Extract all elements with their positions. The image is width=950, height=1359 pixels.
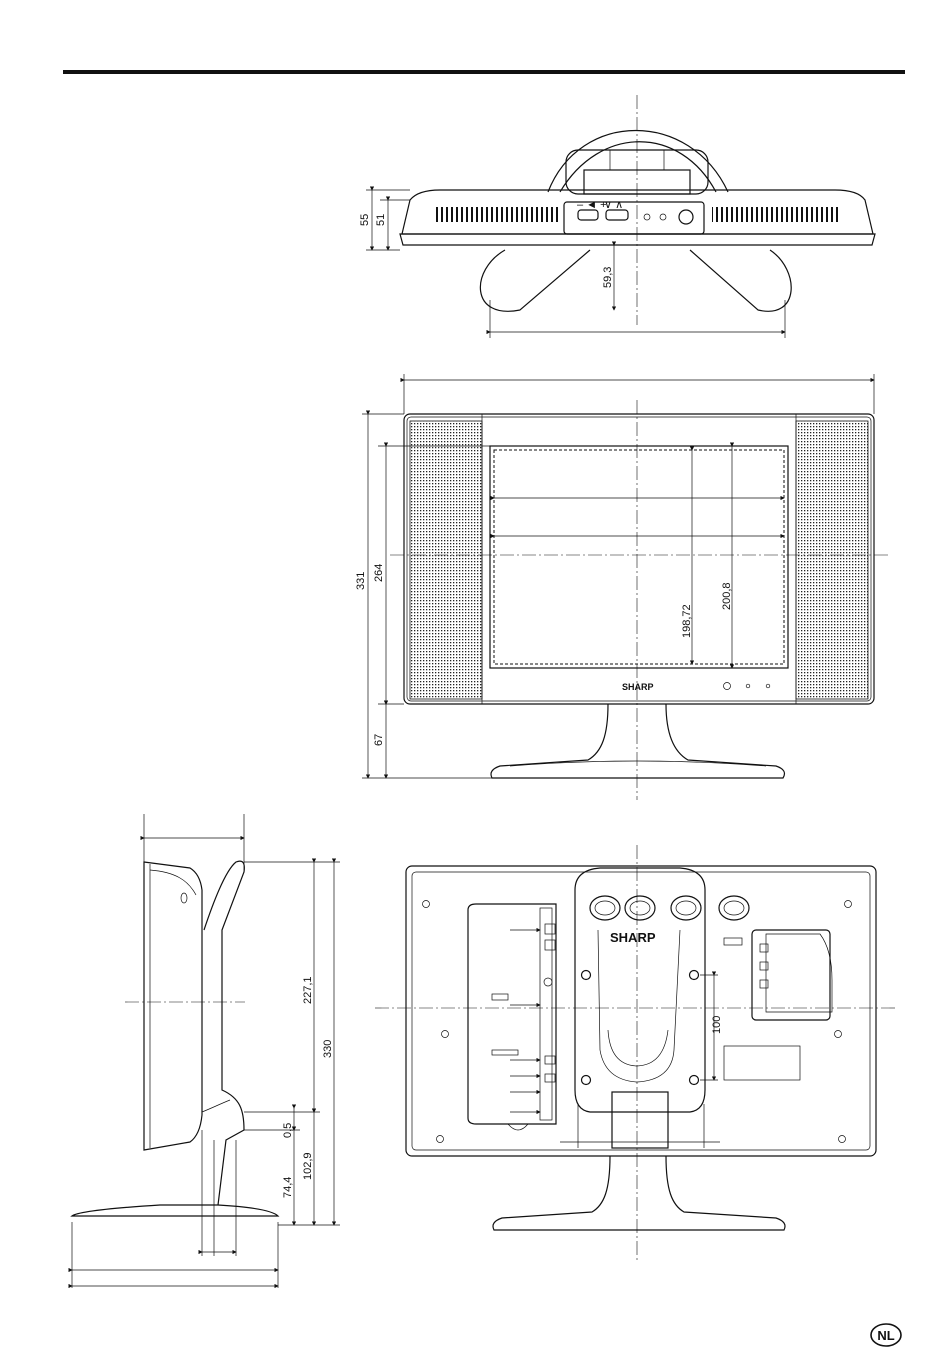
dim-overall-height: 331 — [355, 572, 367, 590]
dim-screen-a: 198,72 — [681, 604, 693, 638]
dim-stand-depth: 59,3 — [602, 267, 614, 288]
dim-body-depth: 51 — [375, 214, 387, 226]
dim-side-a: 227,1 — [302, 976, 314, 1004]
language-badge-label: NL — [877, 1328, 894, 1343]
rear-brand-logo: SHARP — [610, 930, 656, 945]
top-view: – ◄ + ∨ ∧ 55 51 59,3 — [359, 95, 875, 338]
front-view: 198,72 200,8 SHARP 331 264 67 — [355, 374, 890, 800]
dim-overall-depth: 55 — [359, 214, 371, 226]
language-badge: NL — [871, 1324, 901, 1346]
svg-text:∨ ∧: ∨ ∧ — [604, 199, 623, 211]
dim-mount-spacing: 100 — [711, 1016, 723, 1034]
dim-stand-height: 67 — [373, 734, 385, 746]
dim-side-b: 330 — [322, 1040, 334, 1058]
dim-side-e: 74,4 — [282, 1177, 294, 1198]
dim-panel-height: 264 — [373, 564, 385, 582]
dim-screen-b: 200,8 — [721, 582, 733, 610]
dim-side-d: 102,9 — [302, 1152, 314, 1180]
rear-view: SHARP 100 — [375, 845, 895, 1260]
dim-side-c: 0,5 — [282, 1123, 294, 1138]
front-brand-logo: SHARP — [622, 682, 654, 692]
svg-text:– ◄ +: – ◄ + — [577, 199, 607, 211]
side-view: 227,1 330 0,5 102,9 74,4 — [72, 814, 340, 1288]
